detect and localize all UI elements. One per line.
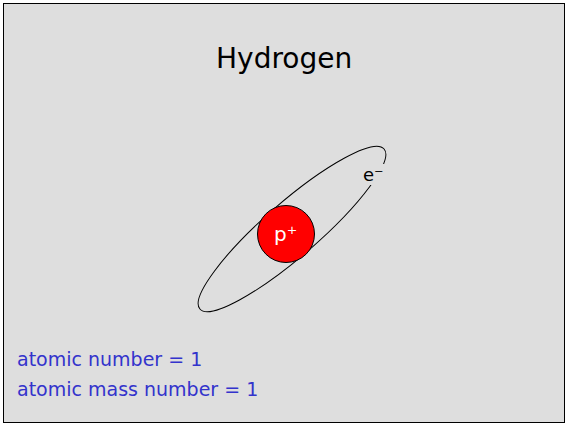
orbit-ellipse (182, 129, 402, 330)
particle-symbol: p⁺ (274, 222, 297, 246)
slide-background: Hydrogen p⁺ e⁻ atomic number = 1 atomic mass… (3, 3, 565, 423)
slide-title: Hydrogen (216, 42, 352, 75)
proton-circle: p⁺ (257, 205, 315, 263)
proton-disc (258, 206, 315, 263)
mass-number-note: atomic mass number = 1 (17, 378, 258, 400)
electron-label: e⁻ (362, 164, 385, 185)
atomic-number-note: atomic number = 1 (17, 348, 202, 370)
